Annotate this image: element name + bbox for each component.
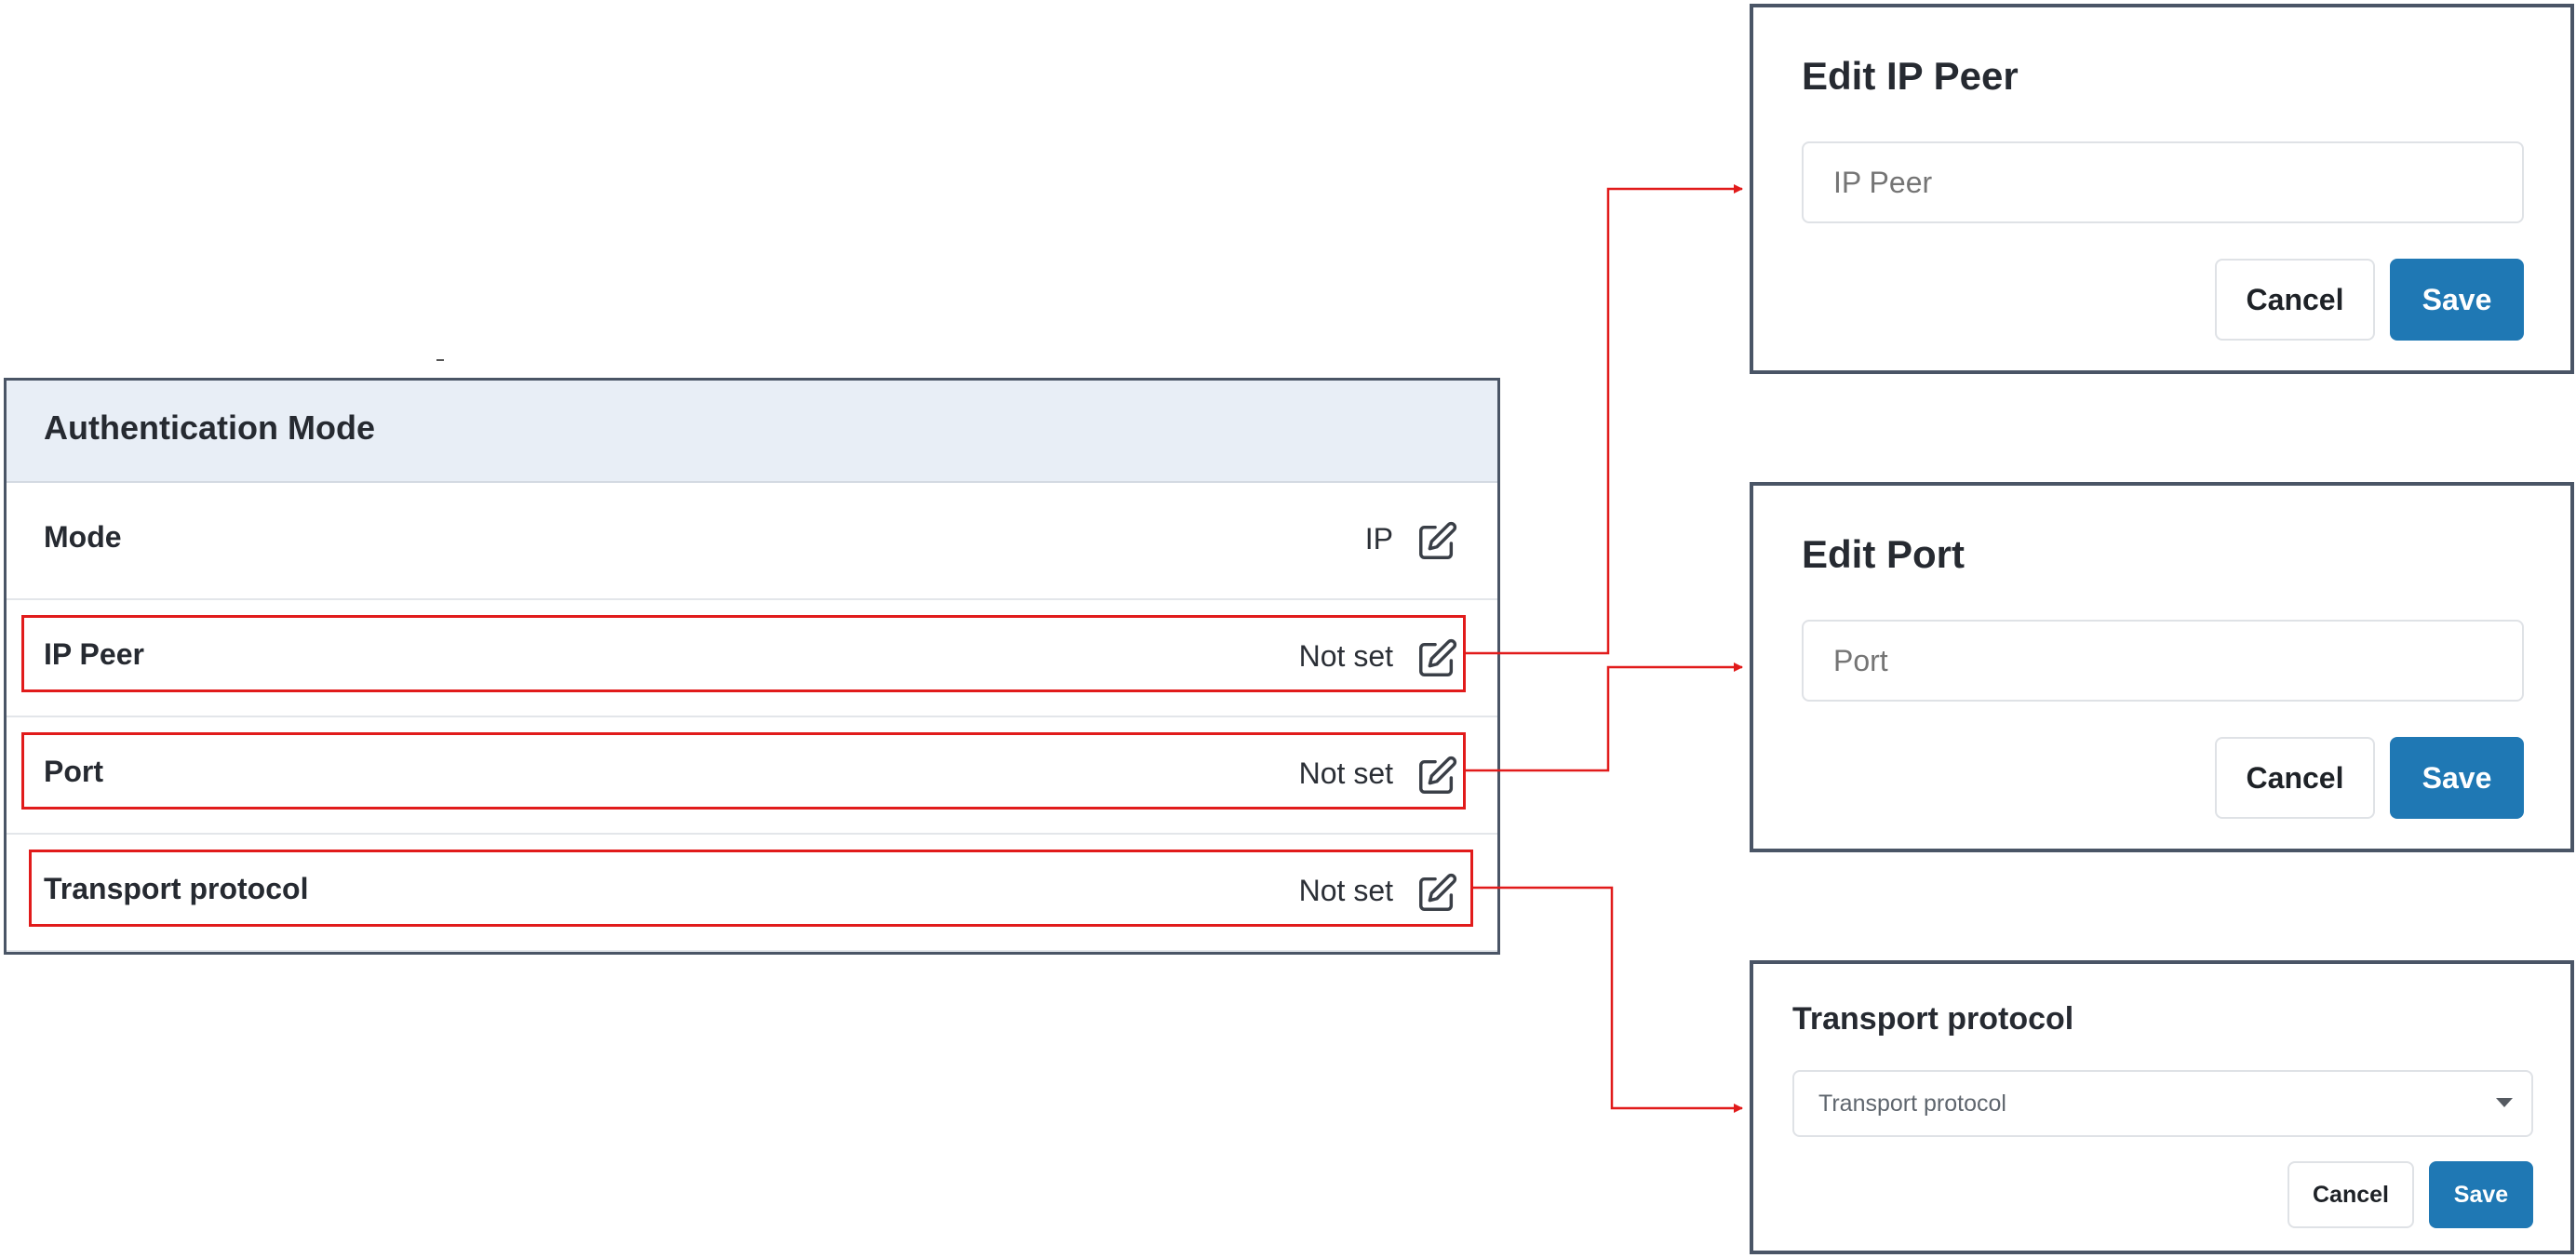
edit-icon[interactable]	[1415, 520, 1458, 563]
row-mode: Mode IP	[7, 483, 1497, 600]
arrow-port	[1466, 662, 1743, 772]
edit-icon[interactable]	[1415, 755, 1458, 797]
dialog-title: Edit IP Peer	[1802, 54, 2019, 98]
port-input[interactable]	[1802, 620, 2524, 702]
cancel-button[interactable]: Cancel	[2215, 259, 2375, 341]
edit-icon[interactable]	[1415, 872, 1458, 915]
dialog-title: Transport protocol	[1792, 1001, 2074, 1037]
edit-port-dialog: Edit Port Cancel Save	[1750, 482, 2574, 852]
arrow-transport	[1473, 886, 1743, 1113]
save-button[interactable]: Save	[2390, 259, 2524, 341]
transport-protocol-select[interactable]: Transport protocol	[1792, 1070, 2533, 1137]
row-transport-protocol: Transport protocol Not set	[7, 835, 1497, 952]
row-label: IP Peer	[44, 637, 144, 671]
row-label: Transport protocol	[44, 872, 309, 905]
row-value: Not set	[1298, 639, 1393, 673]
authentication-mode-panel: Authentication Mode Mode IP IP Peer Not …	[4, 378, 1500, 955]
row-value: Not set	[1298, 874, 1393, 907]
panel-header: Authentication Mode	[7, 381, 1497, 483]
chevron-down-icon	[2496, 1098, 2513, 1107]
select-placeholder: Transport protocol	[1818, 1091, 2006, 1117]
transport-protocol-dialog: Transport protocol Transport protocol Ca…	[1750, 960, 2574, 1254]
highlight-port	[21, 732, 1466, 810]
cancel-button[interactable]: Cancel	[2215, 737, 2375, 819]
dialog-title: Edit Port	[1802, 532, 1965, 576]
save-button[interactable]: Save	[2429, 1161, 2533, 1228]
panel-title: Authentication Mode	[44, 408, 375, 447]
ip-peer-input[interactable]	[1802, 141, 2524, 223]
row-value: Not set	[1298, 756, 1393, 790]
row-label: Port	[44, 755, 103, 788]
save-button[interactable]: Save	[2390, 737, 2524, 819]
highlight-ip-peer	[21, 615, 1466, 692]
cancel-button[interactable]: Cancel	[2288, 1161, 2414, 1228]
row-ip-peer: IP Peer Not set	[7, 600, 1497, 717]
row-value: IP	[1364, 522, 1393, 555]
edit-icon[interactable]	[1415, 637, 1458, 680]
stray-mark	[436, 359, 444, 361]
row-label: Mode	[44, 520, 122, 554]
highlight-transport-protocol	[29, 850, 1473, 927]
arrow-ip-peer	[1466, 184, 1743, 655]
row-port: Port Not set	[7, 717, 1497, 835]
edit-ip-peer-dialog: Edit IP Peer Cancel Save	[1750, 4, 2574, 374]
